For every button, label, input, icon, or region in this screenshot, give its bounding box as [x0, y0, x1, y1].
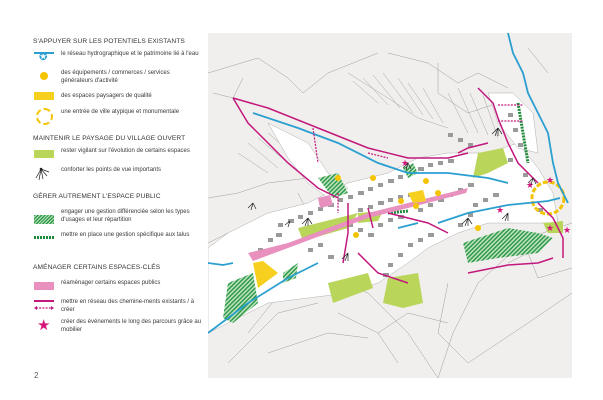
viewpoints — [247, 127, 537, 262]
yellow-dot-icon — [33, 70, 55, 84]
legend-item-equipements: des équipements / commerces / services g… — [33, 70, 203, 85]
pink-areas — [248, 188, 468, 261]
legend-label: des espaces paysagers de qualité — [61, 93, 152, 100]
legend-item-gestion-differenciee: engager une gestion différenciée selon l… — [33, 209, 203, 227]
legend-item-cheminements: mettre en réseau des chemine-ments exist… — [33, 299, 203, 314]
svg-text:★: ★ — [496, 205, 504, 215]
legend-section-title: S'APPUYER SUR LES POTENTIELS EXISTANTS — [33, 38, 185, 45]
path-network — [232, 87, 564, 284]
pink-rect-icon — [33, 280, 55, 294]
legend-section-title: GÉRER AUTREMENT L'ESPACE PUBLIC — [33, 193, 161, 201]
event-stars: ★ ★ ★ ★ ★ ★ — [401, 158, 571, 235]
viewpoint-icon — [33, 167, 55, 181]
legend-label: rester vigilant sur l'évolution de certa… — [61, 148, 190, 155]
green-dash-icon — [33, 232, 55, 246]
svg-text:★: ★ — [401, 158, 409, 168]
legend-item-points-de-vue: conforter les points de vue importants — [33, 167, 203, 181]
green-hatch-areas — [223, 163, 553, 323]
green-hatch-icon — [33, 213, 55, 227]
light-green-rect-icon — [33, 148, 55, 162]
dashed-circle-icon — [33, 108, 55, 126]
page-number: 2 — [34, 371, 39, 380]
legend-item-reamenager: réaménager certains espaces publics — [33, 280, 203, 294]
legend-section-paysage: MAINTENIR LE PAYSAGE DU VILLAGE OUVERT r… — [33, 135, 203, 181]
legend-section-potentiels: S'APPUYER SUR LES POTENTIELS EXISTANTS ✪… — [33, 38, 203, 126]
map-legend: S'APPUYER SUR LES POTENTIELS EXISTANTS ✪… — [33, 38, 203, 344]
svg-text:★: ★ — [563, 225, 571, 235]
magenta-star-icon: ★ — [37, 317, 51, 335]
legend-label: créer des événements le long des parcour… — [61, 319, 202, 333]
legend-label: le réseau hydrographique et le patrimoin… — [61, 51, 199, 57]
yellow-rect-icon — [33, 90, 55, 104]
legend-label: mettre en réseau des chemine-ments exist… — [61, 299, 195, 313]
path-network-icon — [33, 299, 55, 313]
legend-section-espaces-cles: AMÉNAGER CERTAINS ESPACES-CLÉS réaménage… — [33, 264, 203, 334]
legend-section-title: MAINTENIR LE PAYSAGE DU VILLAGE OUVERT — [33, 135, 186, 143]
yellow-dots — [335, 175, 481, 238]
svg-text:★: ★ — [526, 180, 534, 190]
village-map: ★ ★ ★ ★ ★ ★ — [208, 33, 572, 378]
legend-item-vigilance: rester vigilant sur l'évolution de certa… — [33, 148, 203, 162]
legend-label: conforter les points de vue importants — [61, 167, 162, 174]
legend-item-water: ✪ le réseau hydrographique et le patrimo… — [33, 51, 203, 65]
legend-label: une entrée de ville atypique et monument… — [61, 109, 180, 116]
legend-label: réaménager certains espaces publics — [61, 280, 161, 287]
map-canvas: ★ ★ ★ ★ ★ ★ — [208, 33, 572, 378]
yellow-areas — [253, 190, 426, 288]
legend-section-espace-public: GÉRER AUTREMENT L'ESPACE PUBLIC engager … — [33, 193, 203, 246]
legend-item-entree-ville: une entrée de ville atypique et monument… — [33, 108, 203, 126]
svg-text:★: ★ — [546, 175, 554, 185]
svg-text:★: ★ — [546, 223, 554, 233]
water-network — [208, 33, 569, 334]
legend-item-talus: mettre en place une gestion spécifique a… — [33, 232, 203, 246]
legend-section-title: AMÉNAGER CERTAINS ESPACES-CLÉS — [33, 264, 161, 272]
legend-label: engager une gestion différenciée selon l… — [61, 209, 190, 223]
water-line-star-icon: ✪ — [33, 51, 55, 65]
legend-label: des équipements / commerces / services g… — [61, 70, 170, 84]
legend-label: mettre en place une gestion spécifique a… — [61, 232, 190, 239]
legend-item-evenements: ★ créer des événements le long des parco… — [33, 317, 203, 335]
legend-item-espaces-paysagers: des espaces paysagers de qualité — [33, 90, 203, 104]
